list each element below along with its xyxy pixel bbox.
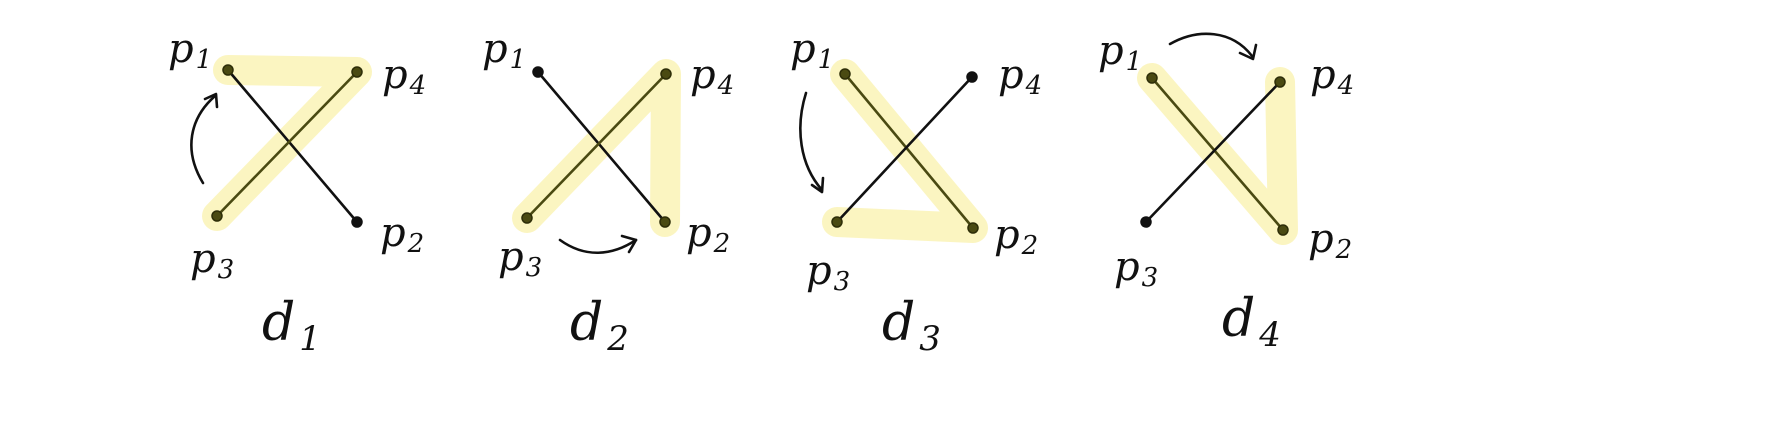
point-p4 bbox=[1274, 76, 1286, 88]
point-p4 bbox=[966, 71, 978, 83]
point-label-p2: p2 bbox=[1308, 216, 1352, 265]
point-label-p3: p3 bbox=[1114, 244, 1158, 293]
edge-p1-p2 bbox=[536, 70, 667, 224]
point-p1 bbox=[532, 66, 544, 78]
point-p1 bbox=[1146, 72, 1158, 84]
point-p2 bbox=[659, 216, 671, 228]
point-p3 bbox=[1140, 216, 1152, 228]
point-label-p2: p2 bbox=[380, 210, 424, 259]
arrow-curve bbox=[1168, 32, 1254, 58]
point-p3 bbox=[831, 216, 843, 228]
edge-p3-p4 bbox=[525, 72, 668, 220]
edge-p1-p2 bbox=[1150, 76, 1285, 232]
point-label-p4: p4 bbox=[1310, 52, 1354, 101]
point-p3 bbox=[521, 212, 533, 224]
arrow-head bbox=[203, 92, 219, 109]
point-label-p1: p1 bbox=[1098, 28, 1142, 77]
point-label-p3: p3 bbox=[498, 234, 542, 283]
point-p2 bbox=[967, 222, 979, 234]
point-p1 bbox=[222, 64, 234, 76]
edge-p1-p2 bbox=[843, 72, 975, 230]
point-p3 bbox=[211, 210, 223, 222]
point-label-p2: p2 bbox=[686, 210, 730, 259]
point-label-p4: p4 bbox=[690, 52, 734, 101]
arrow-curve bbox=[558, 238, 638, 255]
point-label-p2: p2 bbox=[994, 212, 1038, 261]
arrow-head bbox=[810, 176, 825, 194]
point-label-p4: p4 bbox=[998, 52, 1042, 101]
point-label-p3: p3 bbox=[806, 248, 850, 297]
point-label-p1: p1 bbox=[482, 26, 526, 75]
point-p2 bbox=[1277, 224, 1289, 236]
point-label-p3: p3 bbox=[190, 236, 234, 285]
point-p4 bbox=[660, 68, 672, 80]
point-label-p1: p1 bbox=[790, 26, 834, 75]
point-p1 bbox=[839, 68, 851, 80]
arrow-head bbox=[1238, 43, 1258, 61]
edge-p1-p2 bbox=[226, 68, 359, 224]
arrow-head bbox=[620, 234, 638, 254]
arrow-curve bbox=[799, 91, 824, 192]
point-label-p1: p1 bbox=[168, 26, 212, 75]
point-p2 bbox=[351, 216, 363, 228]
point-label-p4: p4 bbox=[382, 52, 426, 101]
point-p4 bbox=[351, 66, 363, 78]
edge-p3-p4 bbox=[1144, 80, 1282, 224]
edge-p3-p4 bbox=[835, 75, 974, 224]
arrow-curve bbox=[190, 94, 217, 185]
edge-p3-p4 bbox=[215, 70, 359, 218]
